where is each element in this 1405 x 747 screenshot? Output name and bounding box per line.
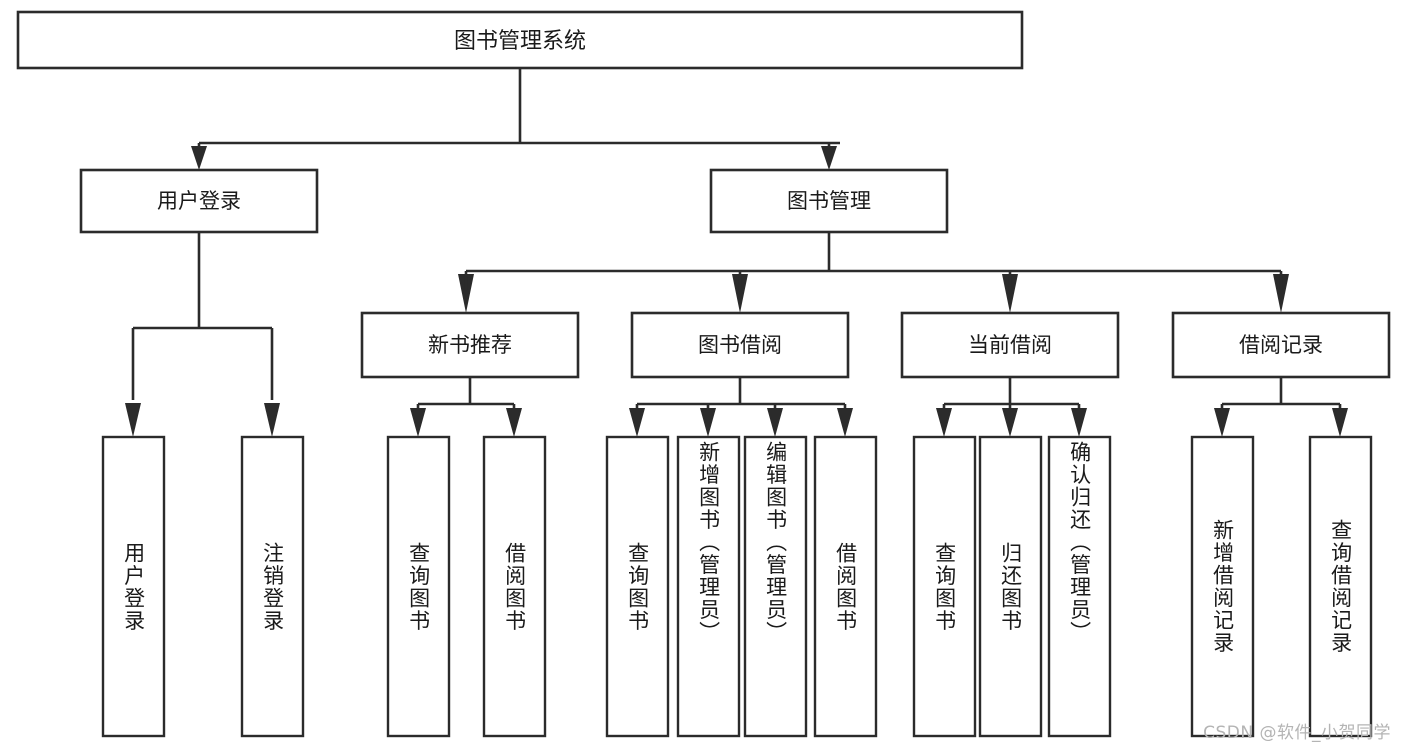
node-book-borrow[interactable]: 图书借阅: [630, 311, 850, 379]
node-leaf-confirm-return-box[interactable]: [1047, 435, 1112, 738]
arrowhead-leaf-query-record: [1332, 408, 1348, 437]
node-book-borrow-label: 图书借阅: [698, 333, 782, 357]
node-user-login-box[interactable]: [79, 168, 319, 234]
node-current-borrow[interactable]: 当前借阅: [900, 311, 1120, 379]
arrowhead-leaf-edit-book: [767, 408, 783, 437]
arrowhead-current-borrow: [1002, 274, 1018, 313]
node-user-login-label: 用户登录: [157, 189, 241, 213]
node-leaf-logout-box[interactable]: [240, 435, 305, 738]
node-leaf-query-record-box[interactable]: [1308, 435, 1373, 738]
arrowhead-book-manage: [821, 146, 837, 170]
node-leaf-add-book-box[interactable]: [676, 435, 741, 738]
arrowhead-leaf-confirm-return: [1071, 408, 1087, 437]
node-leaf-user-login-box[interactable]: [101, 435, 166, 738]
arrowhead-leaf-add-book: [700, 408, 716, 437]
arrowhead-leaf-return-book: [1002, 408, 1018, 437]
node-leaf-edit-book-box[interactable]: [743, 435, 808, 738]
node-root[interactable]: 图书管理系统: [16, 10, 1024, 70]
node-new-book-rec[interactable]: 新书推荐: [360, 311, 580, 379]
arrowhead-borrow-record: [1273, 274, 1289, 313]
node-new-book-rec-box[interactable]: [360, 311, 580, 379]
arrowhead-user-login: [191, 146, 207, 170]
node-current-borrow-label: 当前借阅: [968, 333, 1052, 357]
leaf-box-layer: [101, 435, 1373, 738]
arrowhead-leaf-borrow-book-2: [837, 408, 853, 437]
node-book-manage[interactable]: 图书管理: [709, 168, 949, 234]
node-book-manage-box[interactable]: [709, 168, 949, 234]
arrowhead-leaf-query-book-3: [936, 408, 952, 437]
arrowhead-leaf-logout: [264, 403, 280, 437]
node-leaf-query-book-1-box[interactable]: [386, 435, 451, 738]
node-leaf-return-book-box[interactable]: [978, 435, 1043, 738]
node-leaf-add-record-box[interactable]: [1190, 435, 1255, 738]
connector-layer: [125, 68, 1348, 437]
node-borrow-record[interactable]: 借阅记录: [1171, 311, 1391, 379]
arrowhead-leaf-borrow-book-1: [506, 408, 522, 437]
node-current-borrow-box[interactable]: [900, 311, 1120, 379]
node-leaf-borrow-book-2-box[interactable]: [813, 435, 878, 738]
arrowhead-leaf-query-book-2: [629, 408, 645, 437]
arrowhead-leaf-add-record: [1214, 408, 1230, 437]
node-root-label: 图书管理系统: [454, 29, 586, 54]
node-new-book-rec-label: 新书推荐: [428, 333, 512, 357]
node-root-box[interactable]: [16, 10, 1024, 70]
arrowhead-leaf-query-book-1: [410, 408, 426, 437]
node-leaf-query-book-3-box[interactable]: [912, 435, 977, 738]
node-leaf-borrow-book-1-box[interactable]: [482, 435, 547, 738]
node-borrow-record-label: 借阅记录: [1239, 333, 1323, 357]
node-borrow-record-box[interactable]: [1171, 311, 1391, 379]
arrowhead-leaf-user-login: [125, 403, 141, 437]
arrowhead-new-book-rec: [458, 274, 474, 313]
node-user-login[interactable]: 用户登录: [79, 168, 319, 234]
node-book-borrow-box[interactable]: [630, 311, 850, 379]
arrowhead-book-borrow: [732, 274, 748, 313]
node-leaf-query-book-2-box[interactable]: [605, 435, 670, 738]
node-book-manage-label: 图书管理: [787, 189, 871, 213]
watermark: CSDN @软件_小贺同学: [1203, 723, 1391, 743]
